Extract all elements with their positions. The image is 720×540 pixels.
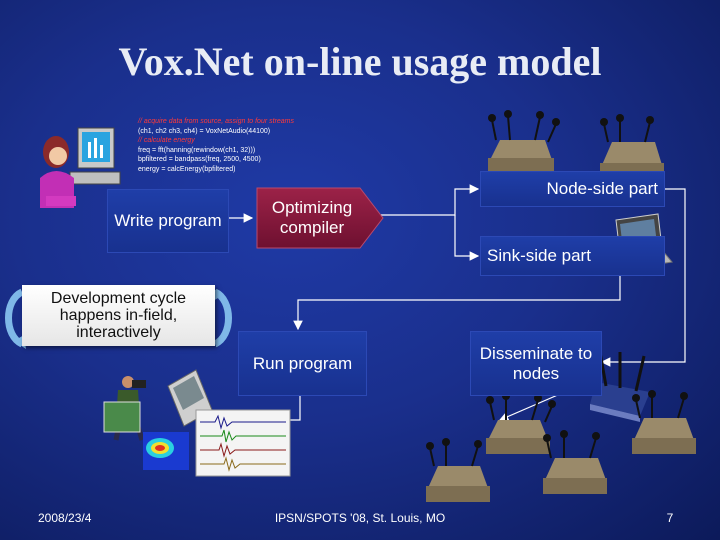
disseminate-box: Disseminate to nodes <box>470 331 602 396</box>
connector-disseminate-nodes <box>498 393 561 422</box>
scatter-thumbnail <box>103 401 141 433</box>
code-snippet: // acquire data from source, assign to f… <box>138 117 298 174</box>
footer-page-number: 7 <box>666 511 674 525</box>
run-program-box: Run program <box>238 331 367 396</box>
sensor-node-icon <box>632 390 696 454</box>
connector-compiler-node <box>381 184 480 216</box>
waveform-thumbnail <box>195 409 291 477</box>
sensor-node-icon <box>600 114 664 175</box>
code-comment: // calculate energy <box>138 137 195 144</box>
write-program-box: Write program <box>107 189 229 253</box>
dev-cycle-label: Development cycle happens in-field, inte… <box>50 290 187 341</box>
connector-sink-run <box>293 276 621 331</box>
wireless-router-icon <box>590 351 650 422</box>
footer-venue: IPSN/SPOTS '08, St. Louis, MO <box>274 511 446 525</box>
code-line: (ch1, ch2 ch3, ch4) = VoxNetAudio(44100) <box>138 127 271 135</box>
optimizing-compiler-label: Optimizing compiler <box>271 198 353 237</box>
node-side-box: Node-side part <box>480 171 665 207</box>
code-line: energy = calcEnergy(bpfiltered) <box>138 165 236 173</box>
footer-date: 2008/23/4 <box>38 511 92 525</box>
cycle-arrow-left-icon <box>5 288 24 348</box>
disseminate-label: Disseminate to nodes <box>479 343 593 383</box>
sensor-node-icon <box>488 110 560 172</box>
optimizing-compiler-box: Optimizing compiler <box>262 196 362 240</box>
slide-title: Vox.Net on-line usage model <box>118 39 602 84</box>
woman-at-computer-icon <box>40 127 121 208</box>
sink-side-box: Sink-side part <box>480 236 665 276</box>
write-program-label: Write program <box>114 211 222 230</box>
sink-side-label: Sink-side part <box>487 246 591 265</box>
code-comment: // acquire data from source, assign to f… <box>138 118 295 125</box>
compiler-arrow-shape <box>256 187 384 249</box>
connector-compiler-sink <box>454 215 480 261</box>
sensor-node-icon <box>426 438 490 502</box>
dev-cycle-box: Development cycle happens in-field, inte… <box>22 285 215 346</box>
sensor-node-icon <box>486 392 556 454</box>
run-program-label: Run program <box>252 353 353 373</box>
code-line: bpfiltered = bandpass(freq, 2500, 4500) <box>138 156 261 163</box>
spectrogram-thumbnail <box>143 432 189 470</box>
cycle-arrow-right-icon <box>213 288 232 348</box>
code-line: freq = fft(hanning(rewindow(ch1, 32))) <box>138 146 256 154</box>
node-side-label: Node-side part <box>546 179 658 198</box>
sensor-node-icon <box>543 430 607 494</box>
